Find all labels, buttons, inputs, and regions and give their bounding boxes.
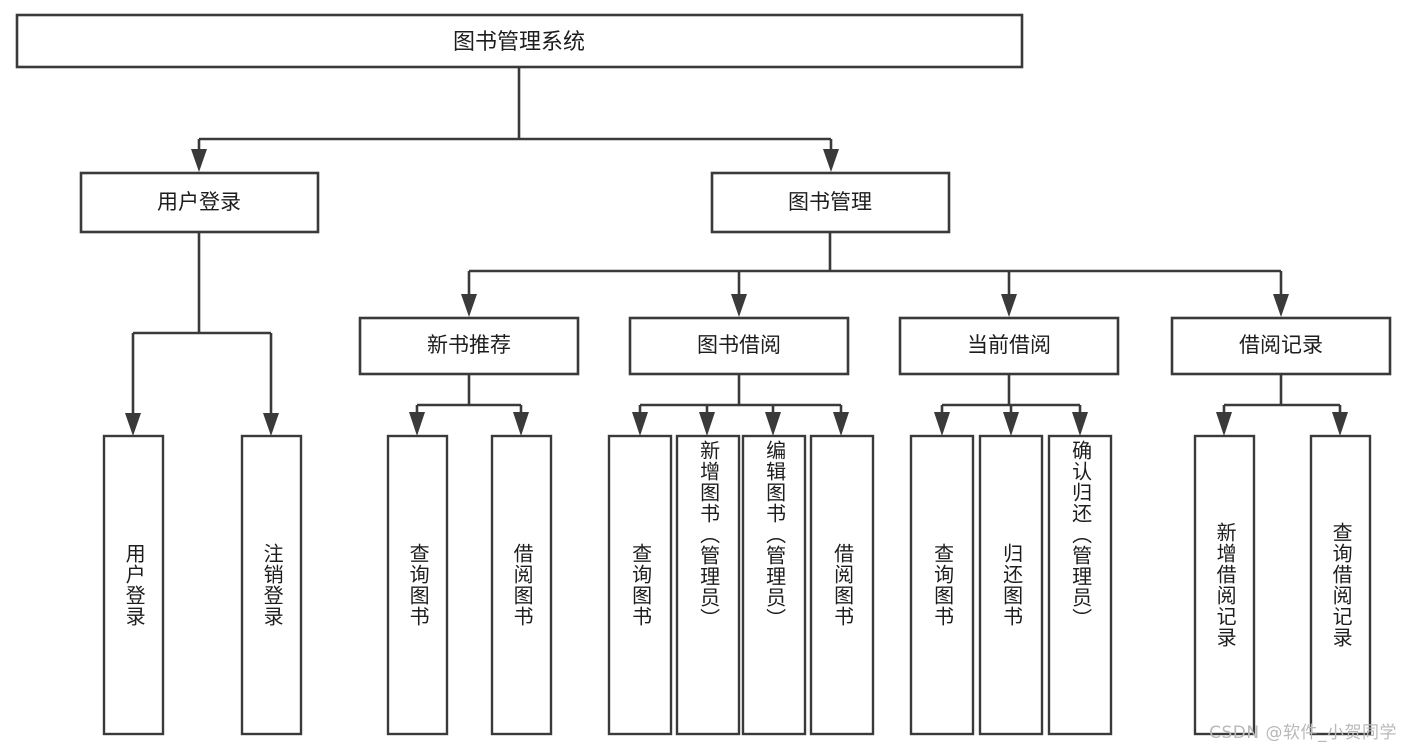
arrow-head-icon [125, 413, 141, 436]
node-book-management-label: 图书管理 [788, 190, 872, 214]
arrow-head-icon [1216, 412, 1232, 436]
leaf-box-borrow-record-1[interactable] [1309, 434, 1372, 736]
leaf-box-book-borrow-3[interactable] [809, 434, 875, 736]
connector-new-book-recommend-to-leaves [409, 374, 529, 436]
node-current-borrow[interactable]: 当前借阅 [898, 316, 1120, 376]
leaf-box-borrow-record-0[interactable] [1193, 434, 1256, 736]
leaf-box-new-book-0[interactable] [386, 434, 449, 736]
arrow-head-icon [461, 294, 477, 317]
node-user-login-label: 用户登录 [157, 190, 241, 214]
node-new-book-recommend[interactable]: 新书推荐 [358, 316, 580, 376]
connector-borrow-record-to-leaves [1216, 374, 1348, 436]
arrow-head-icon [765, 412, 781, 436]
leaf-box-user-login-0[interactable] [102, 434, 165, 736]
leaf-box-current-borrow-2[interactable] [1047, 434, 1113, 736]
arrow-head-icon [1332, 412, 1348, 436]
node-root-box[interactable] [15, 13, 1024, 69]
leaf-box-current-borrow-1[interactable] [978, 434, 1044, 736]
arrow-head-icon [632, 412, 648, 436]
node-user-login[interactable]: 用户登录 [79, 171, 320, 234]
node-borrow-record[interactable]: 借阅记录 [1170, 316, 1392, 376]
arrow-head-icon [1003, 412, 1019, 436]
leaf-box-user-login-1[interactable] [240, 434, 303, 736]
arrow-head-icon [731, 294, 747, 317]
arrow-head-icon [934, 412, 950, 436]
leaf-box-book-borrow-0[interactable] [607, 434, 673, 736]
arrow-head-icon [409, 412, 425, 436]
connector-book-management-to-level2 [461, 232, 1289, 317]
node-new-book-recommend-box[interactable] [358, 316, 580, 376]
arrow-head-icon [823, 149, 839, 172]
leaf-box-new-book-1[interactable] [490, 434, 553, 736]
leaf-box-book-borrow-1[interactable] [675, 434, 741, 736]
connector-root-to-level1 [191, 67, 839, 172]
node-user-login-box[interactable] [79, 171, 320, 234]
arrow-head-icon [833, 412, 849, 436]
node-book-borrow-label: 图书借阅 [697, 333, 781, 357]
connector-user-login-to-leaves [125, 232, 279, 436]
watermark: CSDN @软件_小贺同学 [1209, 723, 1397, 743]
node-root[interactable]: 图书管理系统 [15, 13, 1024, 69]
arrow-head-icon [263, 413, 279, 436]
node-root-label: 图书管理系统 [453, 30, 585, 55]
arrow-head-icon [1072, 412, 1088, 436]
connector-current-borrow-to-leaves [934, 374, 1088, 436]
leaf-box-current-borrow-0[interactable] [909, 434, 975, 736]
arrow-head-icon [699, 412, 715, 436]
node-borrow-record-label: 借阅记录 [1239, 333, 1323, 357]
arrow-head-icon [513, 412, 529, 436]
arrow-head-icon [191, 149, 207, 172]
connector-book-borrow-to-leaves [632, 374, 849, 436]
node-book-management[interactable]: 图书管理 [710, 171, 951, 234]
node-new-book-recommend-label: 新书推荐 [427, 333, 511, 357]
arrow-head-icon [1273, 294, 1289, 317]
node-book-borrow[interactable]: 图书借阅 [628, 316, 850, 376]
node-current-borrow-label: 当前借阅 [967, 333, 1051, 357]
leaf-box-book-borrow-2[interactable] [741, 434, 807, 736]
node-current-borrow-box[interactable] [898, 316, 1120, 376]
arrow-head-icon [1001, 294, 1017, 317]
